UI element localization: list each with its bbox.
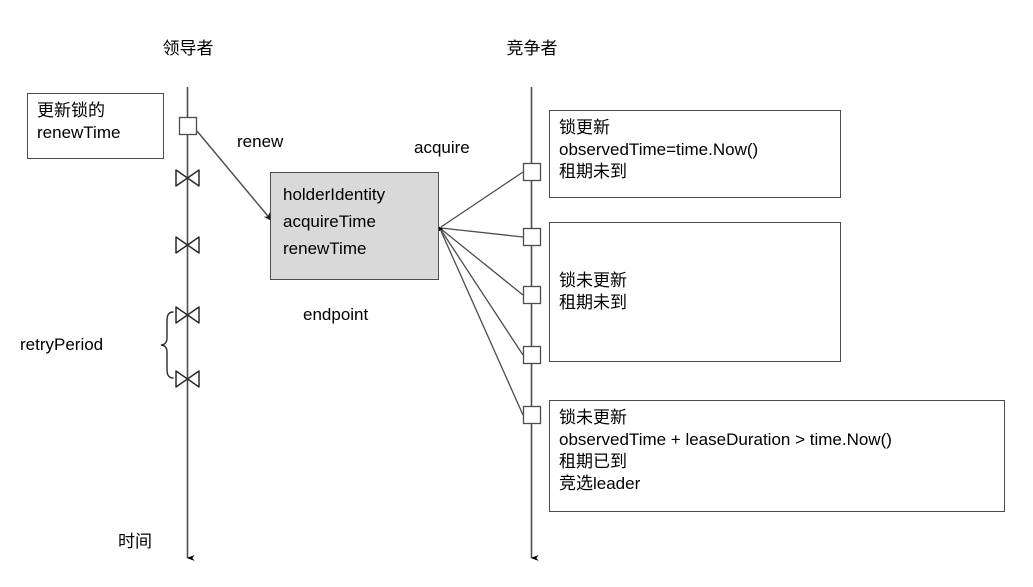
right-activation-box-3 <box>522 285 542 305</box>
retry-period-label: retryPeriod <box>20 335 104 354</box>
failure-marker-3 <box>175 306 200 324</box>
renew-label: renew <box>237 132 284 151</box>
endpoint-box: holderIdentity acquireTime renewTime <box>270 172 439 280</box>
right-lifeline-title: 竞争者 <box>506 39 558 58</box>
left-lifeline-title: 领导者 <box>162 39 214 58</box>
time-axis-label: 时间 <box>118 532 152 551</box>
left-activation-box <box>178 116 198 136</box>
note-renew-time: 更新锁的 renewTime <box>27 93 164 159</box>
acquire-label: acquire <box>414 138 470 157</box>
failure-marker-1 <box>175 169 200 187</box>
retry-period-brace <box>160 311 174 379</box>
note-lock-not-renewed-valid: 锁未更新 租期未到 <box>549 222 841 362</box>
acquire-arrow-fan <box>430 171 524 416</box>
right-activation-box-1 <box>522 162 542 182</box>
right-activation-box-4 <box>522 345 542 365</box>
note-lock-renewed: 锁更新 observedTime=time.Now() 租期未到 <box>549 110 841 198</box>
endpoint-caption: endpoint <box>303 305 369 324</box>
failure-marker-4 <box>175 370 200 388</box>
right-activation-box-5 <box>522 405 542 425</box>
renew-arrow <box>196 130 273 222</box>
note-lock-expired-elect: 锁未更新 observedTime + leaseDuration > time… <box>549 400 1005 512</box>
failure-marker-2 <box>175 236 200 254</box>
right-activation-box-2 <box>522 227 542 247</box>
